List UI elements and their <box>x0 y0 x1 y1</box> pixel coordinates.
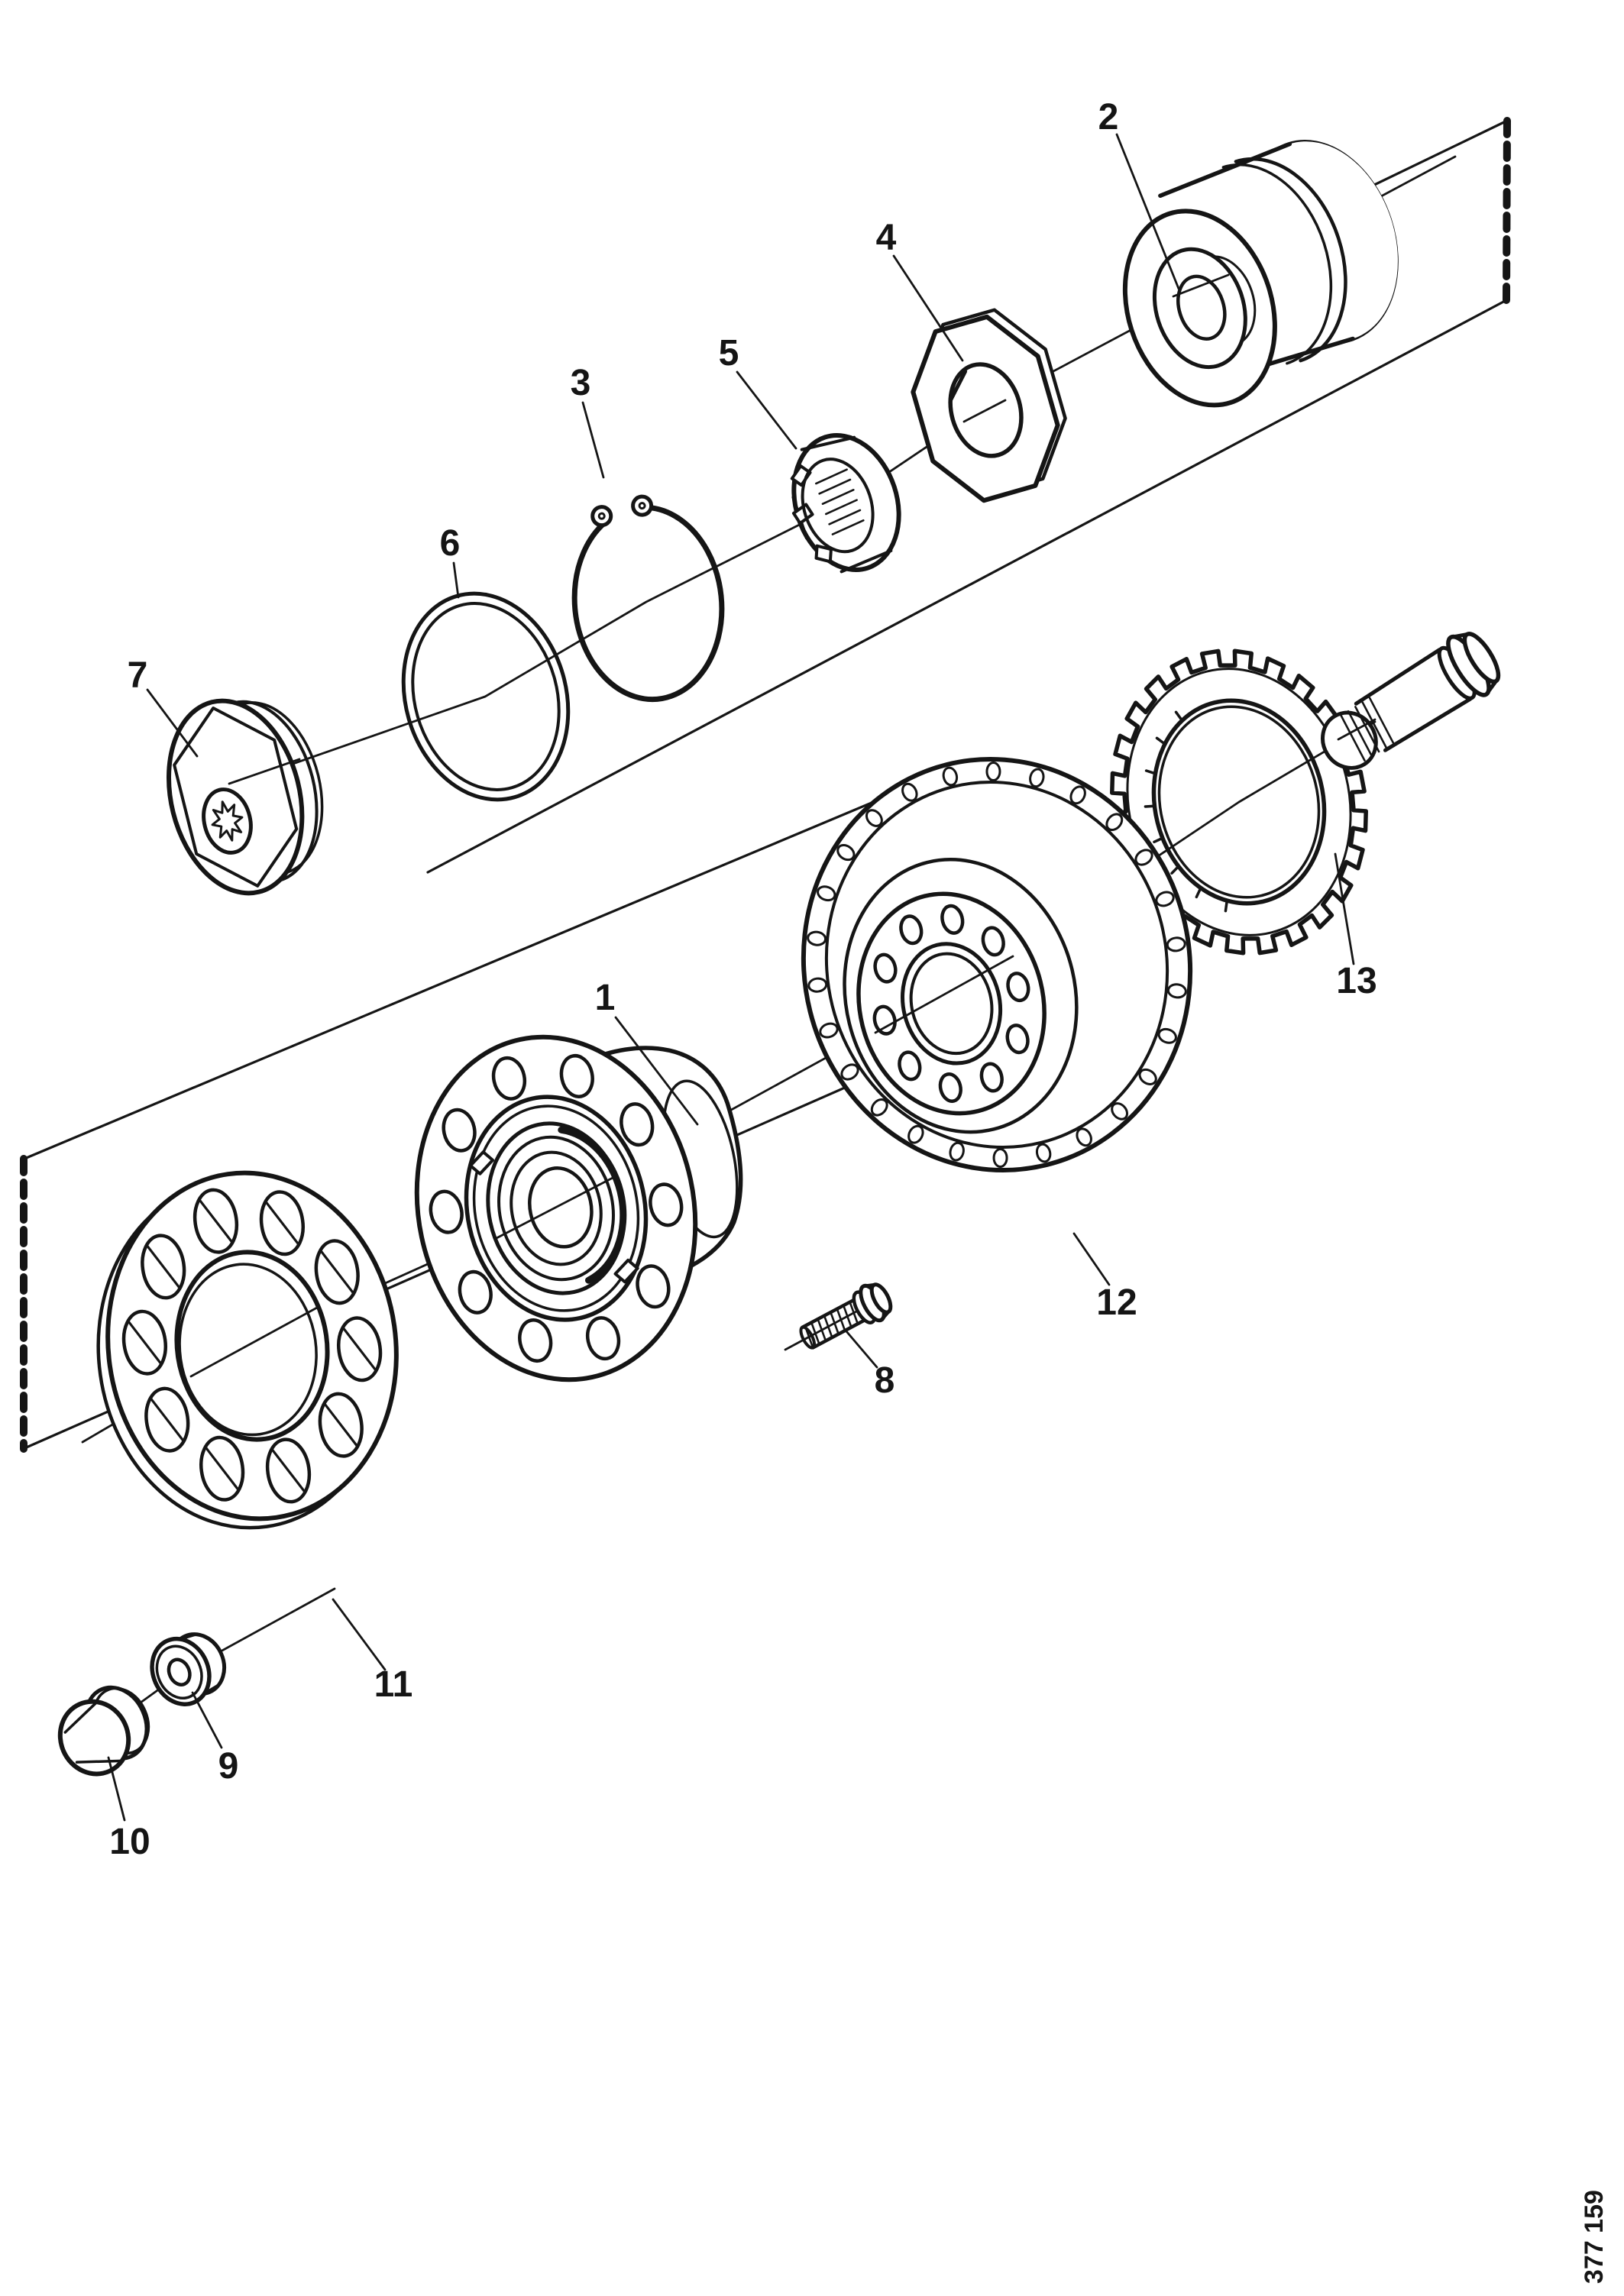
callout-1: 1 <box>595 978 616 1018</box>
part-dome-cap-nut <box>57 1685 150 1777</box>
part-flange-nut <box>150 1632 227 1706</box>
dashed-axis-right <box>1503 117 1511 304</box>
callout-13: 13 <box>1336 961 1377 1001</box>
figure-number: 377 159 <box>1580 2190 1609 2284</box>
part-lock-washer <box>911 308 1067 503</box>
callout-9: 9 <box>218 1746 239 1787</box>
callout-2: 2 <box>1098 97 1119 137</box>
part-snap-ring <box>571 494 725 703</box>
callout-7: 7 <box>128 655 148 696</box>
leader-lines <box>107 133 1355 1822</box>
part-o-ring <box>401 591 571 802</box>
part-spacer-ring <box>96 1170 399 1530</box>
axis-overlays <box>189 273 1377 1378</box>
callout-5: 5 <box>719 333 739 374</box>
part-hub-cap <box>166 698 324 896</box>
callout-8: 8 <box>875 1360 895 1401</box>
callout-6: 6 <box>440 523 461 564</box>
callout-3: 3 <box>571 363 591 403</box>
part-wheel-hub <box>414 1034 743 1382</box>
part-bearing-unit <box>1122 140 1399 408</box>
part-axle-bolt <box>1321 632 1501 770</box>
callout-4: 4 <box>876 218 897 258</box>
part-wheel-stud <box>799 1282 893 1350</box>
callout-10: 10 <box>109 1822 150 1862</box>
callout-11: 11 <box>374 1664 413 1705</box>
part-castle-nut <box>790 433 901 574</box>
callout-12: 12 <box>1096 1282 1137 1323</box>
callouts: 1 2 3 4 5 6 7 8 9 10 11 12 13 <box>109 97 1377 1862</box>
